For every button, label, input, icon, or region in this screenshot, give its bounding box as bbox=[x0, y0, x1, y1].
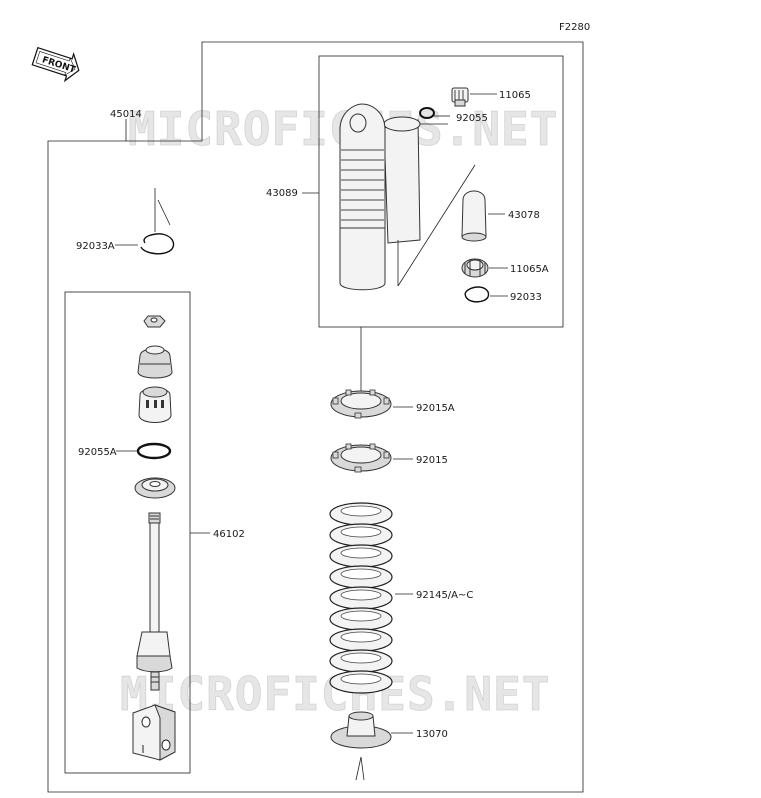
label-92145: 92145/A~C bbox=[416, 590, 473, 601]
spring-coil-inner bbox=[340, 631, 382, 643]
spring-coil-inner bbox=[340, 589, 382, 601]
label-92033A: 92033A bbox=[76, 241, 115, 252]
rod-assembly-frame bbox=[64, 291, 191, 774]
clevis-part bbox=[132, 704, 176, 761]
label-92055A: 92055A bbox=[78, 447, 117, 458]
label-46102: 46102 bbox=[213, 529, 245, 540]
spring-coil-inner bbox=[340, 610, 382, 622]
nut-a-part bbox=[330, 389, 392, 419]
circlip-right-part bbox=[464, 286, 490, 303]
label-43078: 43078 bbox=[508, 210, 540, 221]
rod-part bbox=[136, 512, 173, 691]
label-92033: 92033 bbox=[510, 292, 542, 303]
valve-part bbox=[451, 87, 469, 107]
label-92015: 92015 bbox=[416, 455, 448, 466]
label-43089: 43089 bbox=[266, 188, 298, 199]
spring-coil-inner bbox=[340, 652, 382, 664]
oring-top-part bbox=[419, 107, 435, 119]
spring-coil-inner bbox=[340, 547, 382, 559]
piston-part bbox=[138, 386, 172, 423]
label-92015A: 92015A bbox=[416, 403, 455, 414]
spring-part bbox=[329, 502, 393, 694]
seat-part bbox=[330, 711, 392, 749]
washer-part bbox=[134, 477, 176, 499]
assembly-frame bbox=[47, 41, 584, 793]
label-11065: 11065 bbox=[499, 90, 531, 101]
spring-coil-inner bbox=[340, 505, 382, 517]
body-frame bbox=[318, 55, 564, 328]
oring-left-part bbox=[136, 442, 172, 460]
bumper-part bbox=[137, 345, 173, 379]
label-11065A: 11065A bbox=[510, 264, 549, 275]
circlip-left-part bbox=[140, 233, 175, 255]
axis-line-lower-b bbox=[360, 756, 365, 781]
label-92055: 92055 bbox=[456, 113, 488, 124]
cap-part bbox=[461, 258, 489, 278]
leader-92033A-diag bbox=[157, 199, 171, 226]
axis-line-lower-a bbox=[355, 756, 362, 781]
nut-part bbox=[330, 443, 392, 473]
leader-43078-line bbox=[397, 164, 476, 287]
label-13070: 13070 bbox=[416, 729, 448, 740]
spring-coil-inner bbox=[340, 568, 382, 580]
watermark-bottom: MICROFICHES.NET bbox=[120, 667, 550, 721]
front-arrow-icon: FRONT bbox=[31, 46, 80, 83]
spring-coil-inner bbox=[340, 673, 382, 685]
top-nut-part bbox=[143, 315, 166, 328]
diagram-code: F2280 bbox=[559, 22, 590, 33]
spring-coil-inner bbox=[340, 526, 382, 538]
shock-body-part bbox=[339, 103, 421, 291]
bladder-part bbox=[461, 190, 487, 242]
label-45014: 45014 bbox=[110, 109, 142, 120]
